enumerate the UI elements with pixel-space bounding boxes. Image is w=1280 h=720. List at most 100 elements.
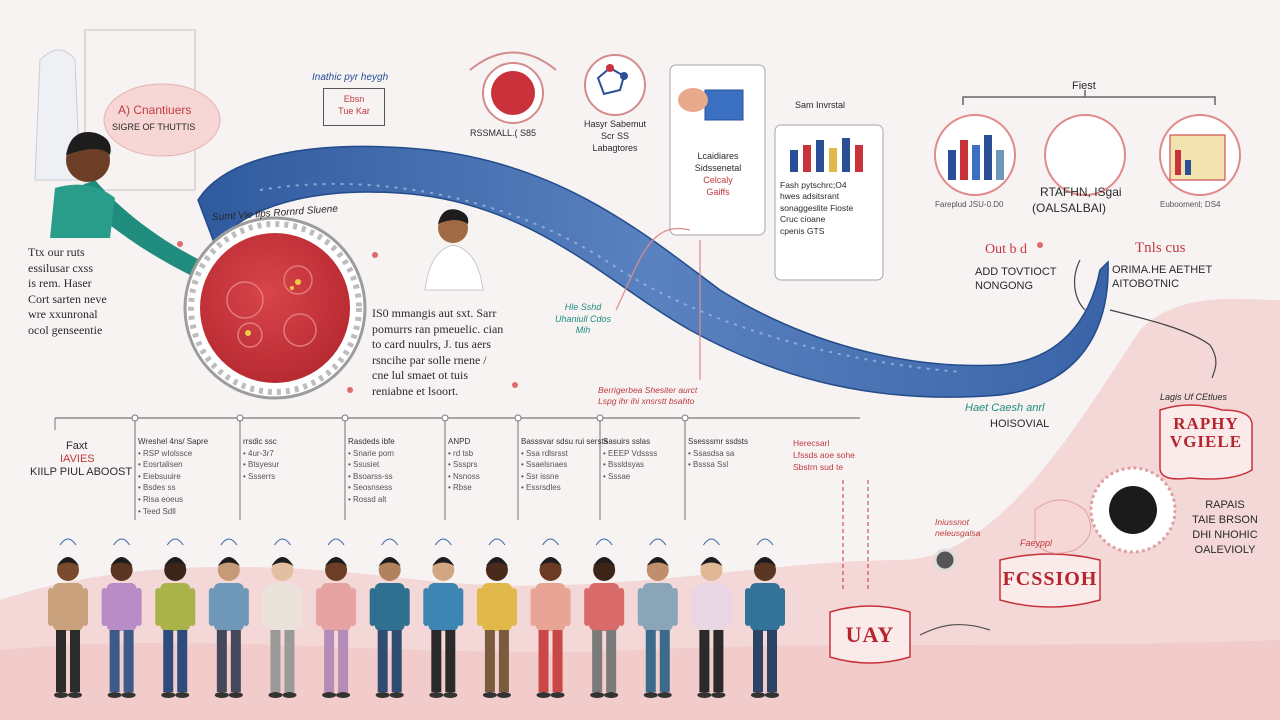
skyline-bar: [948, 150, 956, 180]
timeline-column-title: Sasuirs sslas: [603, 437, 651, 446]
cell-nucleus-dot: [295, 279, 301, 285]
script-note-line: neleusgalsa: [935, 528, 981, 539]
pink-band-lower: [0, 640, 1280, 720]
person-leg: [659, 630, 670, 692]
timeline-column-title: Rasdeds ibfe: [348, 437, 395, 446]
red-banner: Berrigerbea Shesiter aurct Lspg ihr ihi …: [598, 385, 697, 408]
connector-line: [1073, 259, 1086, 311]
timeline-column-item: • RSP wIolssce: [138, 448, 193, 458]
person-leg: [338, 630, 349, 692]
panel-b-line: Sidssenetal: [694, 163, 742, 174]
person-head: [217, 559, 240, 581]
panel-a-line: Scr SS: [600, 131, 629, 142]
person-arm: [510, 588, 517, 626]
timeline-column: Wreshel 4ns/ Sapre• RSP wIolssce• Eosrta…: [138, 436, 208, 517]
person-shoe: [228, 692, 243, 698]
person-shoe: [697, 692, 712, 698]
connector-line: [1109, 309, 1211, 346]
molecule-icon: [584, 54, 646, 116]
person-figure: [423, 538, 464, 698]
person-head: [754, 559, 776, 581]
person-shoe: [590, 692, 605, 698]
person-leg: [163, 630, 174, 692]
person-shoe: [107, 692, 122, 698]
person-head: [271, 559, 294, 581]
red-banner-line: Lspg ihr ihi xnsrstt bsahto: [598, 396, 695, 407]
pink-label-line2: SIGRE OF THUTTIS: [112, 122, 196, 132]
person-torso: [160, 583, 191, 631]
panel-c-line: sonaggeslite Fioste: [780, 202, 854, 213]
person-torso: [481, 583, 512, 631]
pink-label-bubble: [103, 83, 221, 157]
person-leg: [177, 630, 188, 692]
panel-b-line: Celcaly: [703, 175, 733, 186]
atom-node: [620, 72, 628, 80]
person-figure: [584, 538, 625, 698]
person-leg: [592, 630, 603, 692]
person-arm: [637, 588, 644, 626]
person-leg: [56, 630, 66, 692]
timeline-column: Ssesssmr ssdsts• Ssasdsa sa• Bsssa Ssl: [688, 436, 748, 471]
person-figure: [155, 538, 196, 698]
person-thought-arc: [220, 538, 238, 546]
person-head: [164, 559, 187, 581]
person-shoe: [482, 692, 497, 698]
person-hair: [485, 557, 508, 566]
cell-vesicle: [226, 281, 264, 319]
stamp-mid: FCSSIOH: [1002, 568, 1098, 590]
timeline-column-item: • 4ur-3r7: [243, 448, 274, 458]
person-figure: [530, 538, 571, 698]
red-note-line: Herecsarl: [793, 438, 830, 448]
panel-c-line: Cruc cioane: [780, 214, 826, 225]
person-head: [539, 559, 562, 581]
person-thought-arc: [113, 538, 131, 546]
person-shoe: [443, 692, 458, 698]
red-sample-icon: [491, 71, 535, 115]
timeline-column-item: • Seosnsess: [348, 483, 393, 493]
person-arm: [208, 588, 215, 626]
person-arm: [691, 588, 698, 626]
person-arm: [564, 588, 571, 626]
side-caption-line: DHI NHOHIC: [1192, 528, 1258, 541]
pink-label-line1: A) Cnantiuers: [118, 103, 192, 117]
person-shoe: [175, 692, 190, 698]
panel-b: Lcaidiares Sidssenetal Celcaly Gaiffs: [678, 150, 758, 199]
person-leg: [538, 630, 549, 692]
script-note-1: Iniussnot neleusgalsa: [935, 517, 980, 539]
scientist-body: [50, 184, 115, 238]
timeline-node: [236, 414, 244, 422]
timeline-red-note: Herecsarl Lfssds aoe sohe Sbstrn sud te: [793, 438, 855, 474]
timeline-column-item: • Ssaelsnaes: [521, 460, 568, 470]
script-note-line: Iniussnot: [935, 517, 970, 527]
box-line: Tue Kar: [338, 106, 370, 117]
person-torso: [750, 583, 780, 631]
timeline-left-line: KIILP PIUL ABOOST: [30, 466, 133, 479]
panel-b-line: Gaiffs: [706, 187, 730, 198]
person-hair: [593, 557, 616, 566]
person-leg: [324, 630, 335, 692]
teal-note-line: Mih: [575, 325, 591, 336]
person-arm: [82, 588, 88, 626]
person-torso: [321, 583, 352, 631]
timeline-column-item: • Bsssa Ssl: [688, 460, 729, 470]
center-line: cne lul smaet ot tuis: [372, 368, 468, 383]
timeline-column: rrsdic ssc• 4ur-3r7• Btsyesur• Ssserrs: [243, 436, 279, 482]
person-torso: [267, 583, 298, 631]
timeline-left-line: Faxt: [66, 440, 88, 452]
person-leg: [230, 630, 241, 692]
timeline-column-item: • Risa eoeus: [138, 494, 184, 504]
stamp-top: RAPHY VGIELE: [1160, 415, 1252, 451]
stamp-left: UAY: [845, 622, 895, 647]
timeline-column-item: • Sssprs: [448, 460, 478, 470]
person-torso: [696, 583, 727, 631]
curved-arrow: [919, 624, 991, 636]
side-caption: RAPAIS TAIE BRSON DHI NHOHIC OALEVIOLY: [1185, 498, 1265, 557]
person-hair: [754, 557, 776, 566]
person-head: [593, 559, 616, 581]
person-shoe: [536, 692, 551, 698]
timeline-left-line: IAVIES: [60, 453, 95, 466]
person-head: [110, 559, 133, 581]
person-arm: [745, 588, 751, 626]
left-caption: Ttx our ruts essilusar cxss is rem. Hase…: [28, 245, 107, 339]
person-shoe: [161, 692, 176, 698]
